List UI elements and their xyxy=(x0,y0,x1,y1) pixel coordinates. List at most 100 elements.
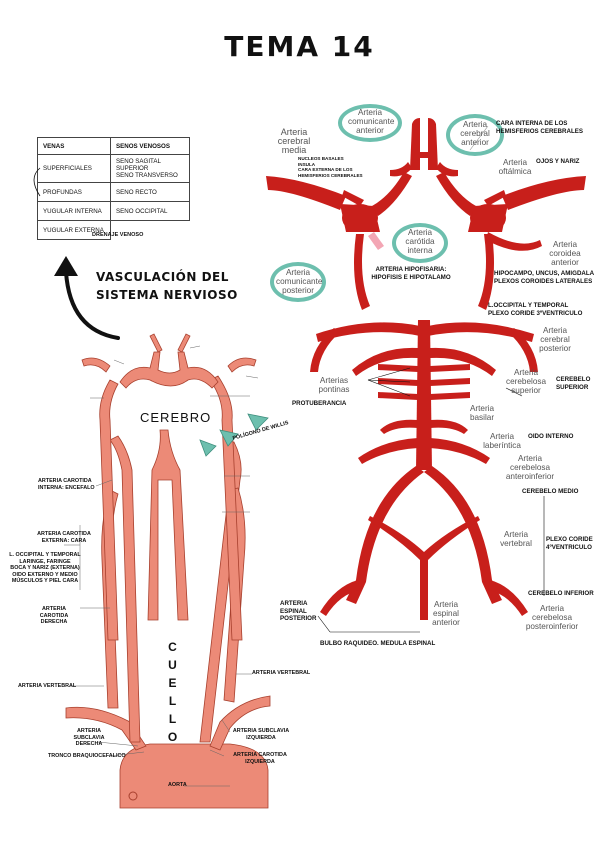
label-cerebral-posterior: Arteria cerebral posterior xyxy=(539,326,571,353)
table-caption: DRENAJE VENOSO xyxy=(92,232,144,238)
carotid-body-left xyxy=(340,204,380,232)
label-cerebral-media: Arteria cerebral media xyxy=(277,127,311,155)
anterior-choroidal-right xyxy=(486,232,542,251)
anterior-branch xyxy=(436,162,458,177)
vertebral-right xyxy=(424,466,502,604)
anterior-cerebral xyxy=(410,118,420,170)
note-plexo-4: PLEXO CORIDE 4ºVENTRICULO xyxy=(546,536,593,551)
cuello-letter: L xyxy=(168,694,178,708)
curved-arrow-icon xyxy=(64,270,120,340)
note-cara-interna: CARA INTERNA DE LOS HEMISFERIOS CEREBRAL… xyxy=(496,120,583,135)
left-internal-carotid xyxy=(209,375,243,641)
bubble-cerebral-anterior xyxy=(446,114,504,156)
label-oftalmica: Arteria oftálmica xyxy=(498,158,532,176)
cuello-vertical: C U E L L O xyxy=(166,640,180,748)
cerebral-branch xyxy=(227,357,257,373)
superior-cerebellar-left xyxy=(352,347,418,376)
pontine xyxy=(378,364,418,372)
pointer-icon xyxy=(247,413,269,431)
table-cell: SENO SAGITAL SUPERIOR SENO TRANSVERSO xyxy=(110,154,190,183)
cuello-letter: L xyxy=(168,712,178,726)
posterior-communicating-right xyxy=(478,234,494,310)
venous-table: VENAS SENOS VENOSOS SUPERFICIALES SENO S… xyxy=(37,137,190,240)
willis-upper-left xyxy=(372,172,412,216)
label-subclavia-izquierda: ARTERIA SUBCLAVIA IZQUIERDA xyxy=(232,728,290,741)
note-cerebelo-medio: CEREBELO MEDIO xyxy=(522,488,579,495)
anterior-branch xyxy=(390,162,412,177)
note-cerebelo-superior: CEREBELO SUPERIOR xyxy=(556,376,591,391)
cerebral-branch xyxy=(81,357,111,373)
aorta-marker-icon xyxy=(128,791,138,801)
label-pontinas: Arterias pontinas xyxy=(318,376,350,394)
note-cerebelo-inferior: CEREBELO INFERIOR xyxy=(528,590,594,597)
superior-cerebellar-right xyxy=(430,347,496,376)
label-basilar: Arteria basilar xyxy=(469,404,495,422)
cerebral-branch xyxy=(177,333,191,353)
pica-left xyxy=(320,580,360,616)
posterior-branch xyxy=(508,328,538,372)
cerebro-label: CEREBRO xyxy=(140,410,212,425)
anterior-cerebral xyxy=(428,118,438,170)
note-bulbo: BULBO RAQUIDEO. MEDULA ESPINAL xyxy=(320,640,436,647)
arrow-head-icon xyxy=(54,256,78,276)
cuello-letter: U xyxy=(168,658,178,672)
label-cerebelosa-posteroinferior: Arteria cerebelosa posteroinferior xyxy=(525,604,579,631)
note-hipofisaria: ARTERIA HIPOFISARIA: HIPOFISIS E HIPOTAL… xyxy=(371,266,451,281)
note-hipocampo: HIPOCAMPO, UNCUS, AMIGDALA PLEXOS COROID… xyxy=(494,270,595,285)
table-connector-icon xyxy=(33,167,41,197)
anterior-spinal xyxy=(368,516,480,600)
label-carotida-derecha: ARTERIA CAROTIDA DERECHA xyxy=(39,606,69,626)
right-internal-carotid xyxy=(99,379,119,641)
aorta xyxy=(119,743,269,809)
label-cerebelosa-anteroinferior: Arteria cerebelosa anteroinferior xyxy=(505,454,555,481)
label-cerebral-anterior: Arteria cerebral anterior xyxy=(460,120,490,147)
cuello-letter: C xyxy=(168,640,178,654)
pontine xyxy=(378,378,418,386)
label-vertebral-right: ARTERIA VERTEBRAL xyxy=(252,670,311,676)
label-carotida-externa: ARTERIA CAROTIDA EXTERNA: CARA xyxy=(37,531,91,544)
left-subclavian xyxy=(209,695,271,751)
pontine xyxy=(430,392,470,400)
label-vertebral-willis: Arteria vertebral xyxy=(500,530,532,548)
neck-leader-lines xyxy=(64,345,259,787)
page-title: TEMA 14 xyxy=(224,30,375,63)
aica-left xyxy=(358,438,418,464)
label-carotida-izquierda: ARTERIA CAROTIDA IZQUIERDA xyxy=(233,752,287,765)
basilar-fork xyxy=(147,429,189,621)
label-vertebral-left: ARTERIA VERTEBRAL xyxy=(18,683,77,689)
cuello-letter: O xyxy=(167,730,179,744)
pontine xyxy=(430,378,470,386)
label-laberintica: Arteria laberíntica xyxy=(483,432,521,450)
pontine xyxy=(378,392,418,400)
table-row: YUGULAR INTERNA SENO OCCIPITAL xyxy=(37,201,190,221)
willis-arteries xyxy=(266,118,586,620)
vascular-heading: VASCULACIÓN DEL SISTEMA NERVIOSO xyxy=(96,270,238,302)
posterior-cerebral-left xyxy=(316,322,420,342)
note-oido-interno: OIDO INTERNO xyxy=(528,433,574,440)
anterior-spinal-stem xyxy=(420,598,428,620)
label-comunicante-posterior: Arteria comunicante posterior xyxy=(276,268,323,295)
posterior-communicating-left xyxy=(354,234,370,310)
carotid-highlight xyxy=(368,232,384,250)
label-comunicante-anterior: Arteria comunicante anterior xyxy=(348,108,395,135)
right-carotid xyxy=(109,435,141,743)
anterior-communicating xyxy=(414,152,434,158)
middle-cerebral-left xyxy=(266,176,346,210)
right-subclavian xyxy=(65,706,147,751)
labyrinthine-left xyxy=(380,419,418,434)
willis-upper-right xyxy=(436,172,476,216)
bubble-comunicante-anterior xyxy=(338,104,402,142)
ophthalmic-right xyxy=(484,190,506,206)
label-cerebelosa-superior: Arteria cerebelosa superior xyxy=(505,368,547,395)
table-row: SUPERFICIALES SENO SAGITAL SUPERIOR SENO… xyxy=(37,154,190,183)
table-cell: SENO OCCIPITAL xyxy=(110,201,190,221)
labyrinthine-right xyxy=(430,419,468,434)
table-header-row: VENAS SENOS VENOSOS xyxy=(37,137,190,155)
label-subclavia-derecha: ARTERIA SUBCLAVIA DERECHA xyxy=(73,728,105,748)
middle-cerebral-right xyxy=(502,176,586,210)
cerebral-branch xyxy=(149,333,163,353)
label-aorta: AORTA xyxy=(168,782,187,788)
pointer-icon xyxy=(199,439,217,457)
vertebral-left xyxy=(346,466,424,604)
